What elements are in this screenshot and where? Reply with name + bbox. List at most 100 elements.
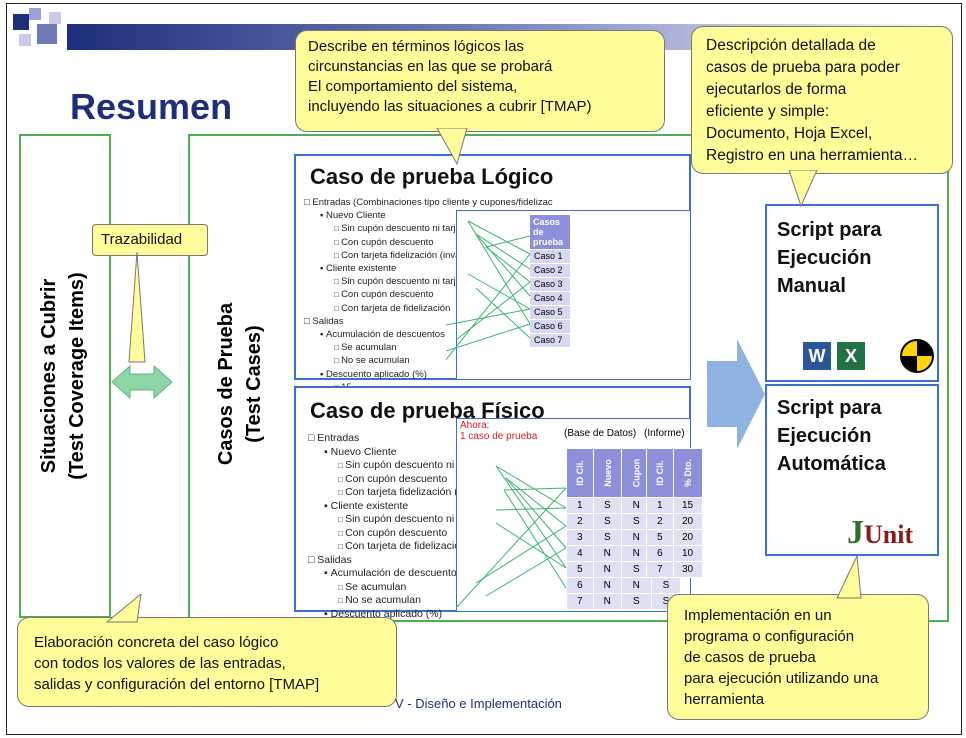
table-cell: 10 xyxy=(672,545,703,562)
logical-case-tree: Entradas (Combinaciones tipo cliente y c… xyxy=(304,196,553,434)
table-cell: 5 xyxy=(646,529,674,546)
case-item: Caso 3 xyxy=(530,277,570,291)
tree-item: Entradas (Combinaciones tipo cliente y c… xyxy=(304,196,552,209)
tree-item: Salidas xyxy=(308,554,519,568)
table-cell: S xyxy=(621,561,652,578)
table-cell: N xyxy=(592,593,623,610)
table-header: Nuevo xyxy=(592,448,623,498)
tree-item: Con cupón descuento xyxy=(304,288,553,301)
script-auto-box: Script para Ejecución Automática JUnit xyxy=(765,384,939,556)
tree-item: Se acumulan xyxy=(308,581,519,595)
coverage-items-box: Situaciones a Cubrir (Test Coverage Item… xyxy=(19,134,111,618)
slide: Resumen Situaciones a Cubrir (Test Cover… xyxy=(6,3,962,735)
case-item: Caso 1 xyxy=(530,249,570,263)
test-cases-label: Casos de Prueba (Test Cases) xyxy=(215,302,265,466)
table-cell: 1 xyxy=(646,497,674,514)
coverage-items-label: Situaciones a Cubrir (Test Coverage Item… xyxy=(38,272,88,480)
table-cell: 7 xyxy=(566,593,594,610)
page-title: Resumen xyxy=(70,86,233,127)
tree-item: Sin cupón descuento ni tarjeta fideliz. xyxy=(304,222,553,235)
logical-callout-pointer xyxy=(436,128,468,166)
tree-item: Con cupón descuento xyxy=(308,527,519,541)
tree-item: Con tarjeta fidelización (inválida) xyxy=(304,249,553,262)
case-item: Caso 4 xyxy=(530,291,570,305)
logical-mapping-lines xyxy=(446,220,531,361)
case-item: Caso 7 xyxy=(530,333,570,347)
table-cell: 2 xyxy=(646,513,674,530)
manual-callout: Descripción detallada de casos de prueba… xyxy=(691,26,953,174)
script-manual-title: Script para Ejecución Manual xyxy=(777,219,882,297)
table-cell: S xyxy=(592,513,623,530)
trazabilidad-label: Trazabilidad xyxy=(101,231,183,248)
table-cell: 30 xyxy=(672,561,703,578)
table-header: % Dto. xyxy=(672,448,703,498)
tree-item: Acumulación de descuentos xyxy=(304,328,553,341)
cases-header: Casos de prueba xyxy=(530,214,570,249)
script-auto-title: Script para Ejecución Automática xyxy=(777,397,886,475)
flow-arrow xyxy=(707,339,765,449)
logical-case-panel: Caso de prueba Lógico Entradas (Combinac… xyxy=(294,154,691,432)
tree-item: No se acumulan xyxy=(304,354,553,367)
logical-callout: Describe en términos lógicos las circuns… xyxy=(295,30,665,132)
logical-case-inner-frame xyxy=(456,210,691,380)
tree-item: Descuento aplicado (%) xyxy=(304,368,553,381)
table-cell: N xyxy=(621,577,652,594)
table-cell: 20 xyxy=(672,529,703,546)
table-cell: S xyxy=(650,577,682,594)
table-cell: N xyxy=(592,577,623,594)
impl-callout-pointer xyxy=(836,556,862,599)
tree-item: Entradas xyxy=(308,432,519,446)
tree-item: Con cupón descuento xyxy=(308,473,519,487)
case-item: Caso 2 xyxy=(530,263,570,277)
report-label: (Informe) xyxy=(644,428,685,439)
tree-item: Cliente existente xyxy=(308,500,519,514)
table-cell: S xyxy=(592,497,623,514)
tree-item: Cliente existente xyxy=(304,262,553,275)
tree-item: Sin cupón descuento ni tarjeta fideliz. xyxy=(304,275,553,288)
test-target-icon xyxy=(900,339,934,373)
physical-callout-pointer xyxy=(105,594,142,623)
physical-mapping-lines xyxy=(455,465,567,609)
table-cell: 15 xyxy=(672,497,703,514)
footer: V - Diseño e Implementación xyxy=(395,696,562,711)
impl-callout: Implementación en un programa o configur… xyxy=(667,594,929,720)
trazabilidad-arrow xyxy=(111,252,173,400)
table-cell: N xyxy=(592,561,623,578)
excel-icon: X xyxy=(837,342,865,370)
case-item: Caso 6 xyxy=(530,319,570,333)
tree-item: Acumulación de descuentos xyxy=(308,567,519,581)
table-cell: N xyxy=(592,545,623,562)
tree-item: Se acumulan xyxy=(304,341,553,354)
script-manual-box: Script para Ejecución Manual W X xyxy=(765,204,939,382)
tree-item: Nuevo Cliente xyxy=(304,209,553,222)
table-cell: N xyxy=(621,497,652,514)
physical-case-panel: Caso de prueba Físico EntradasNuevo Clie… xyxy=(294,386,703,633)
tree-item: Con cupón descuento xyxy=(304,236,553,249)
junit-logo: JUnit xyxy=(847,514,914,551)
table-cell: 4 xyxy=(566,545,594,562)
db-label: (Base de Datos) xyxy=(564,428,637,439)
table-cell: 6 xyxy=(646,545,674,562)
physical-red-note: Ahora: 1 caso de prueba xyxy=(460,420,538,442)
logical-case-heading: Caso de prueba Lógico xyxy=(310,164,554,189)
table-header: ID Cli. xyxy=(646,448,674,498)
manual-callout-pointer xyxy=(788,170,818,208)
physical-callout: Elaboración concreta del caso lógico con… xyxy=(17,617,397,707)
tree-item: Descuento aplicado (%) xyxy=(308,608,519,622)
tree-item: No se acumulan xyxy=(308,594,519,608)
table-cell: S xyxy=(592,529,623,546)
tree-item: Nuevo Cliente xyxy=(308,446,519,460)
word-icon: W xyxy=(803,342,831,370)
tree-item: Con tarjeta de fidelización xyxy=(304,302,553,315)
table-cell: 3 xyxy=(566,529,594,546)
table-cell: 5 xyxy=(566,561,594,578)
table-cell: 20 xyxy=(672,513,703,530)
